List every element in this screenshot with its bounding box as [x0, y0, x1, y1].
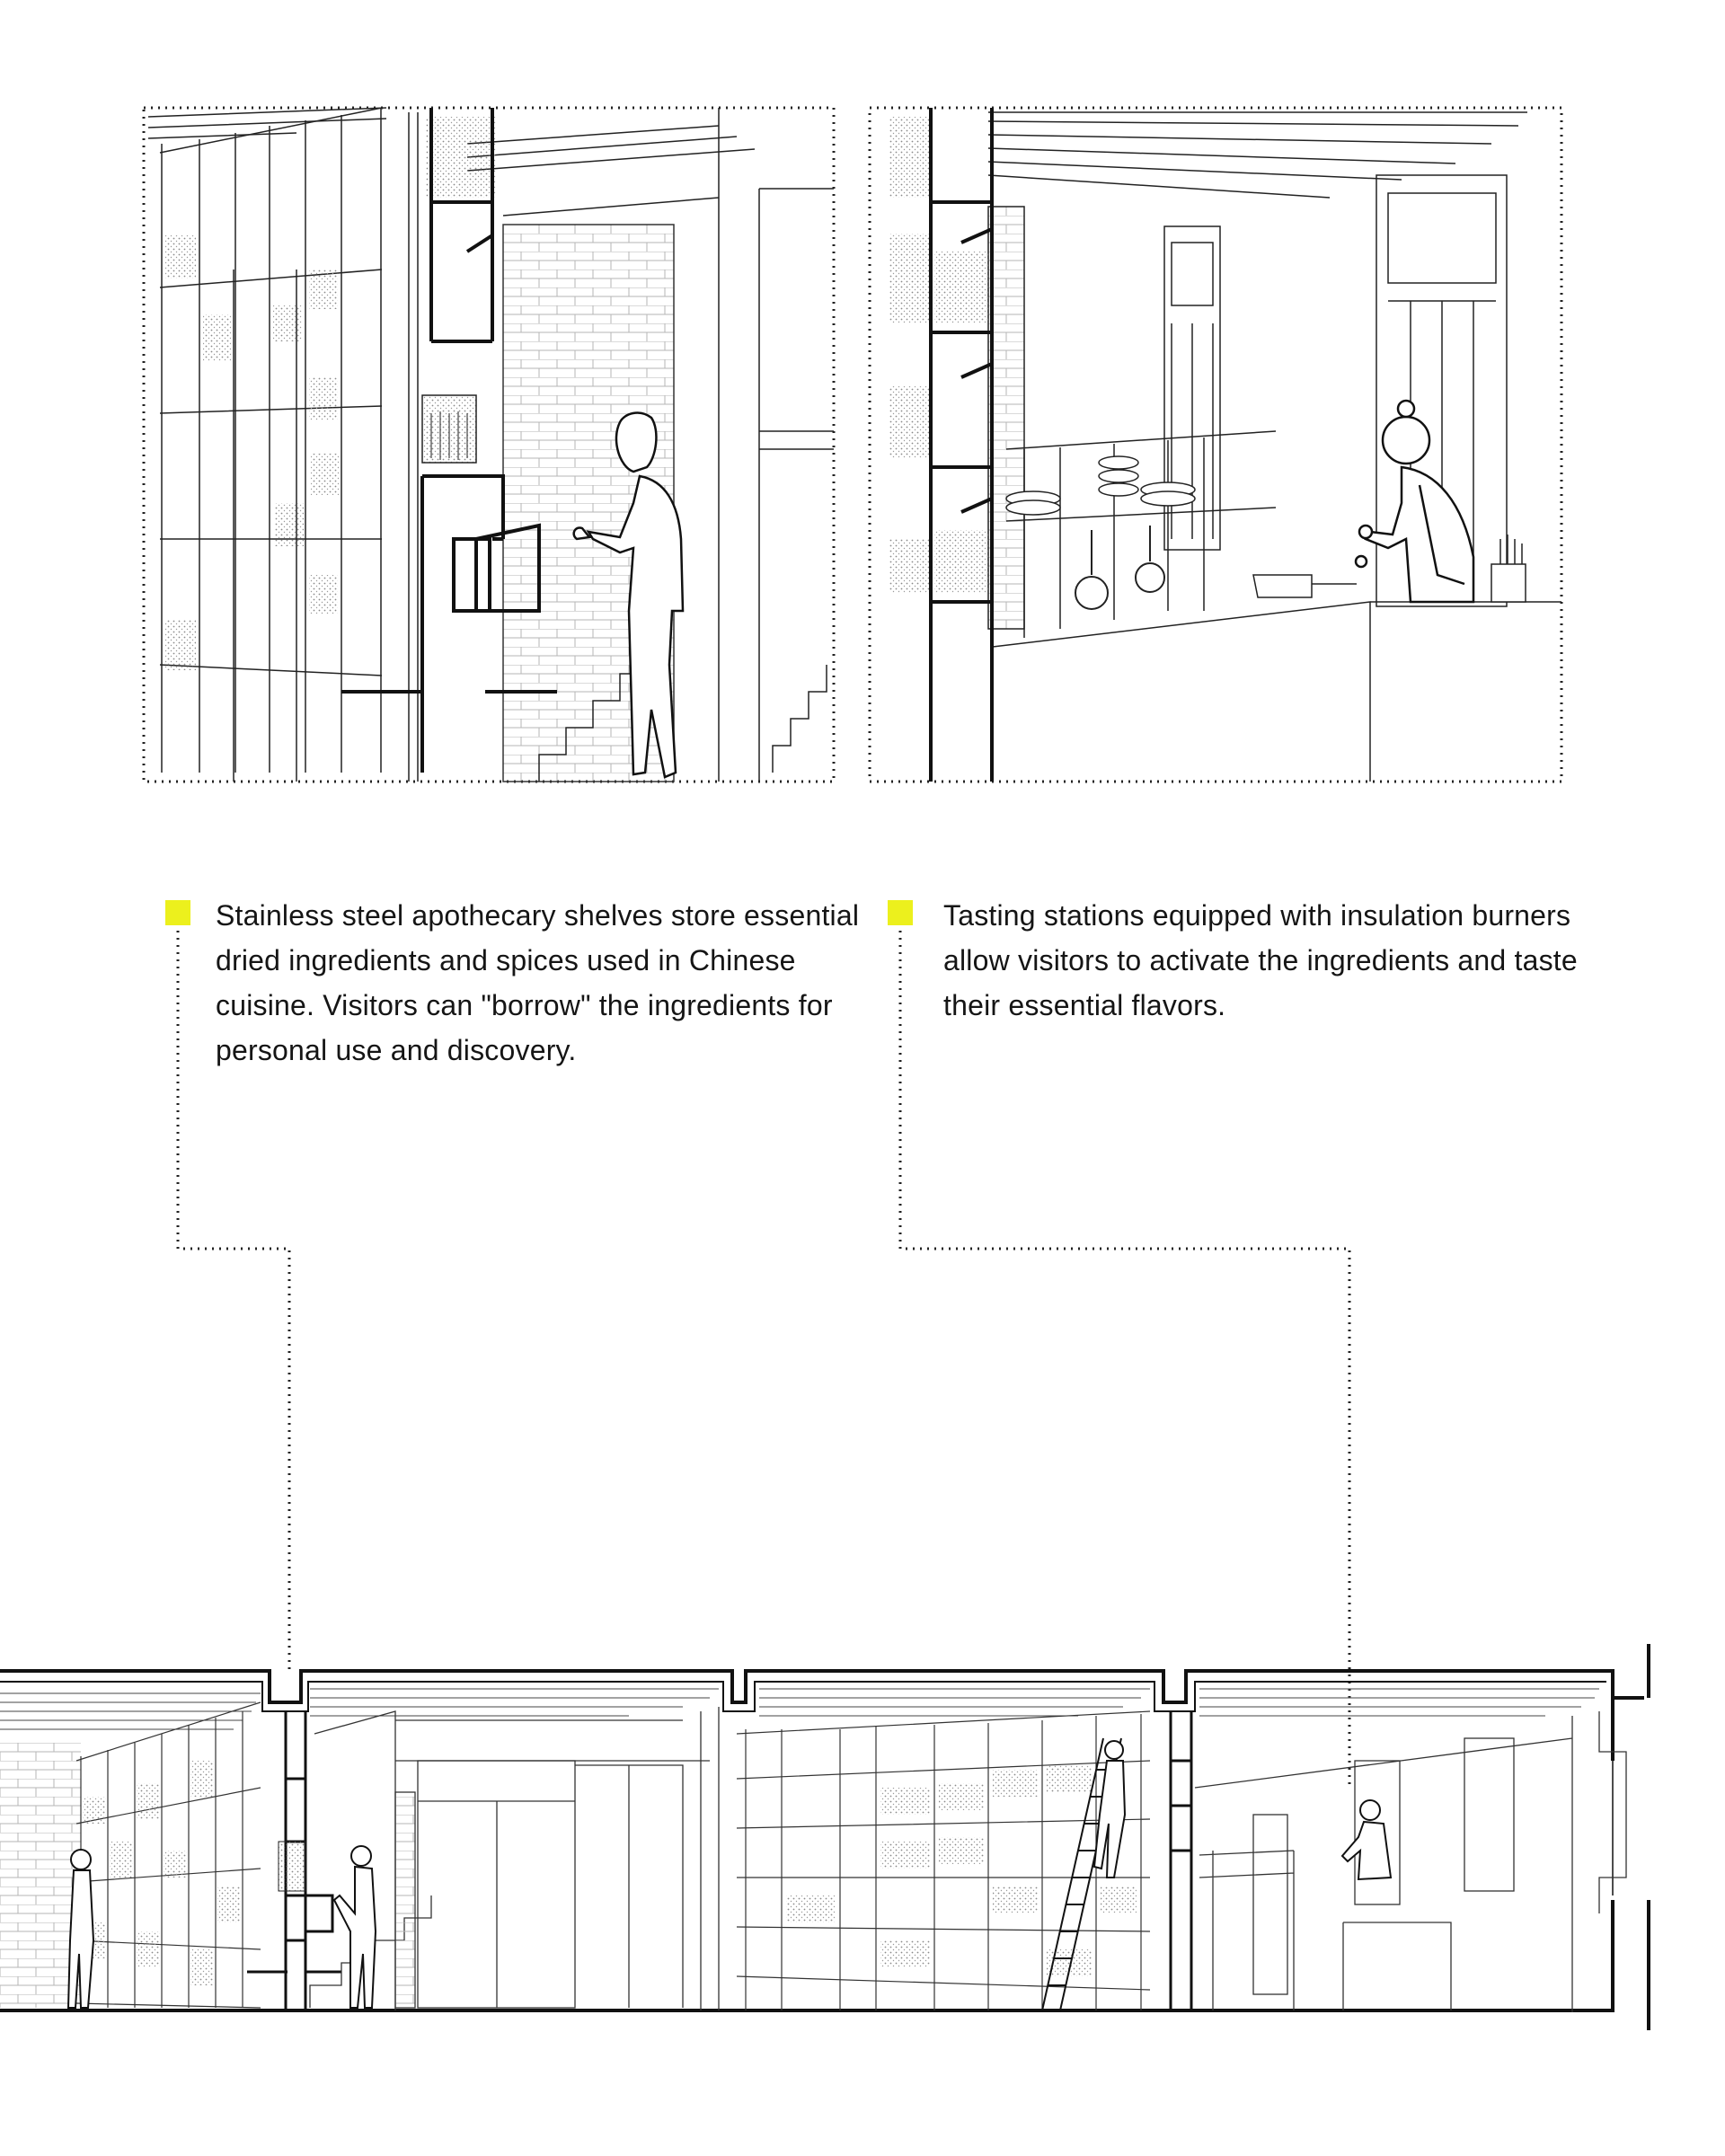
building-long-section	[0, 1644, 1650, 2030]
leader-line-left	[176, 931, 291, 1671]
perspective-tasting-station	[868, 106, 1563, 783]
callout-marker-right	[888, 900, 913, 925]
perspective-apothecary-shelves	[142, 106, 836, 783]
leader-line-right	[898, 931, 1351, 1788]
callout-text-tasting-stations: Tasting stations equipped with insulatio…	[943, 899, 1578, 1021]
callout-marker-left	[165, 900, 190, 925]
callout-text-shelves: Stainless steel apothecary shelves store…	[216, 899, 860, 1066]
